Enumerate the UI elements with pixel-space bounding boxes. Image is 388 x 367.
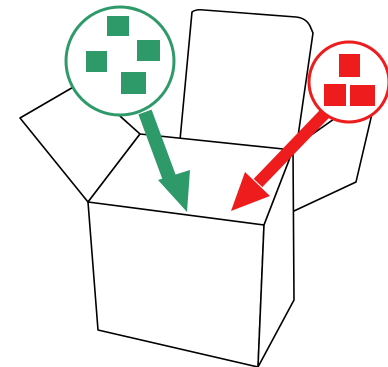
box-back-flap (179, 8, 314, 158)
red-square (324, 84, 346, 106)
green-square (121, 72, 146, 94)
red-square (350, 85, 375, 106)
red-arrow-head (231, 172, 270, 211)
green-square (107, 16, 129, 36)
red-square (339, 54, 360, 77)
green-arrow-shaft (138, 109, 179, 188)
box-front-face (87, 201, 265, 367)
green-circle (64, 5, 176, 117)
green-square (137, 40, 160, 61)
red-group (231, 40, 388, 211)
green-group (64, 5, 190, 212)
green-arrow-head (158, 170, 190, 212)
box-side-face (257, 149, 295, 367)
red-arrow-shaft (253, 99, 339, 188)
green-square (86, 51, 107, 72)
